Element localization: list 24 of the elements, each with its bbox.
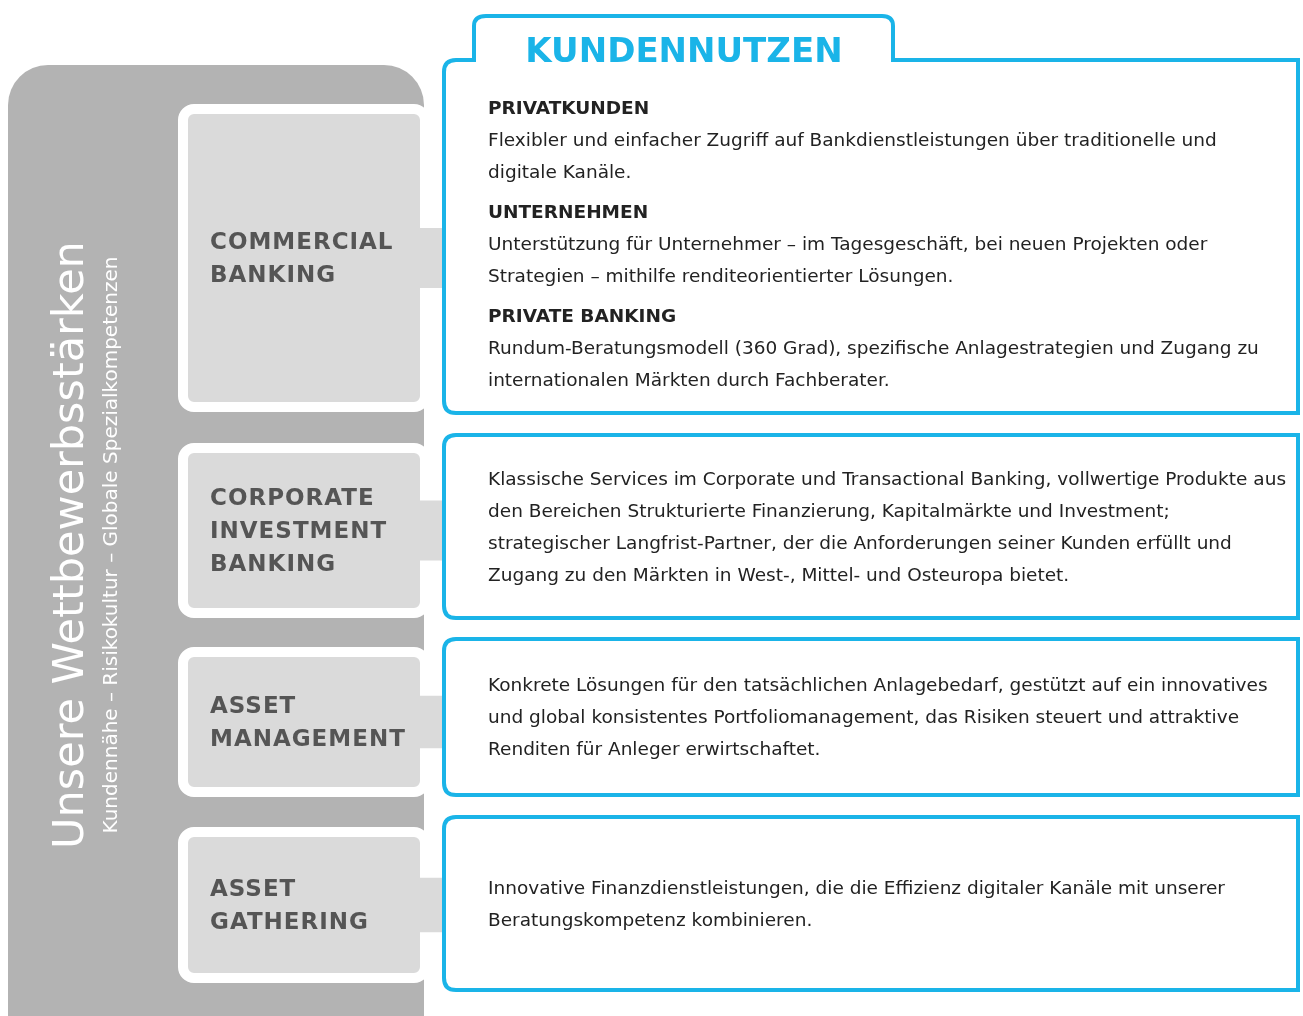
segment-label: CORPORATE INVESTMENT BANKING: [210, 483, 389, 578]
description-text: Innovative Finanzdienstleistungen, die die Effizienz digitaler Kanäle mit unserer Beratungskompetenz kombinieren.: [488, 875, 1226, 932]
vertical-title: Unsere Wettbewerbsstärken: [42, 240, 94, 851]
connector-tab: [420, 877, 442, 933]
section-heading: KUNDENNUTZEN: [524, 29, 844, 72]
connector-tab: [420, 228, 442, 288]
subheading: PRIVATKUNDEN: [488, 95, 651, 120]
subheading: UNTERNEHMEN: [488, 199, 650, 224]
segment-label: COMMERCIAL BANKING: [210, 227, 395, 289]
segment-label: ASSET MANAGEMENT: [210, 691, 407, 753]
description-text: Rundum-Beratungsmodell (360 Grad), spezifische Anlagestrategien und Zugang zu internationalen Märkten durch Fachberater.: [488, 335, 1260, 392]
segment-label: ASSET GATHERING: [210, 874, 370, 936]
benefit-box: [442, 433, 1300, 620]
subheading: PRIVATE BANKING: [488, 303, 678, 328]
connector-tab: [420, 695, 442, 749]
description-text: Klassische Services im Corporate und Transactional Banking, vollwertige Produkte aus den Bereichen Strukturierte Finanzierung, Kapitalmärkte und Investment; strategischer Langfrist-Partner, der die Anforderungen seiner Kunden erfüllt und Zugang zu den Märkten in West-, Mittel- und Osteuropa bietet.: [488, 466, 1288, 587]
vertical-subtitle: Kundennähe – Risikokultur – Globale Spezialkompetenzen: [97, 255, 123, 836]
description-text: Unterstützung für Unternehmer – im Tagesgeschäft, bei neuen Projekten oder Strategien – mithilfe renditeorientierter Lösungen.: [488, 231, 1209, 288]
connector-tab: [420, 500, 442, 561]
benefit-box: [442, 14, 1300, 415]
benefit-box: [442, 815, 1300, 992]
benefit-box: [442, 637, 1300, 797]
description-text: Konkrete Lösungen für den tatsächlichen Anlagebedarf, gestützt auf ein innovatives und global konsistentes Portfoliomanagement, das Risiken steuert und attraktive Renditen für Anleger erwirtschaftet.: [488, 673, 1269, 761]
description-text: Flexibler und einfacher Zugriff auf Bankdienstleistungen über traditionelle und digitale Kanäle.: [488, 127, 1218, 184]
